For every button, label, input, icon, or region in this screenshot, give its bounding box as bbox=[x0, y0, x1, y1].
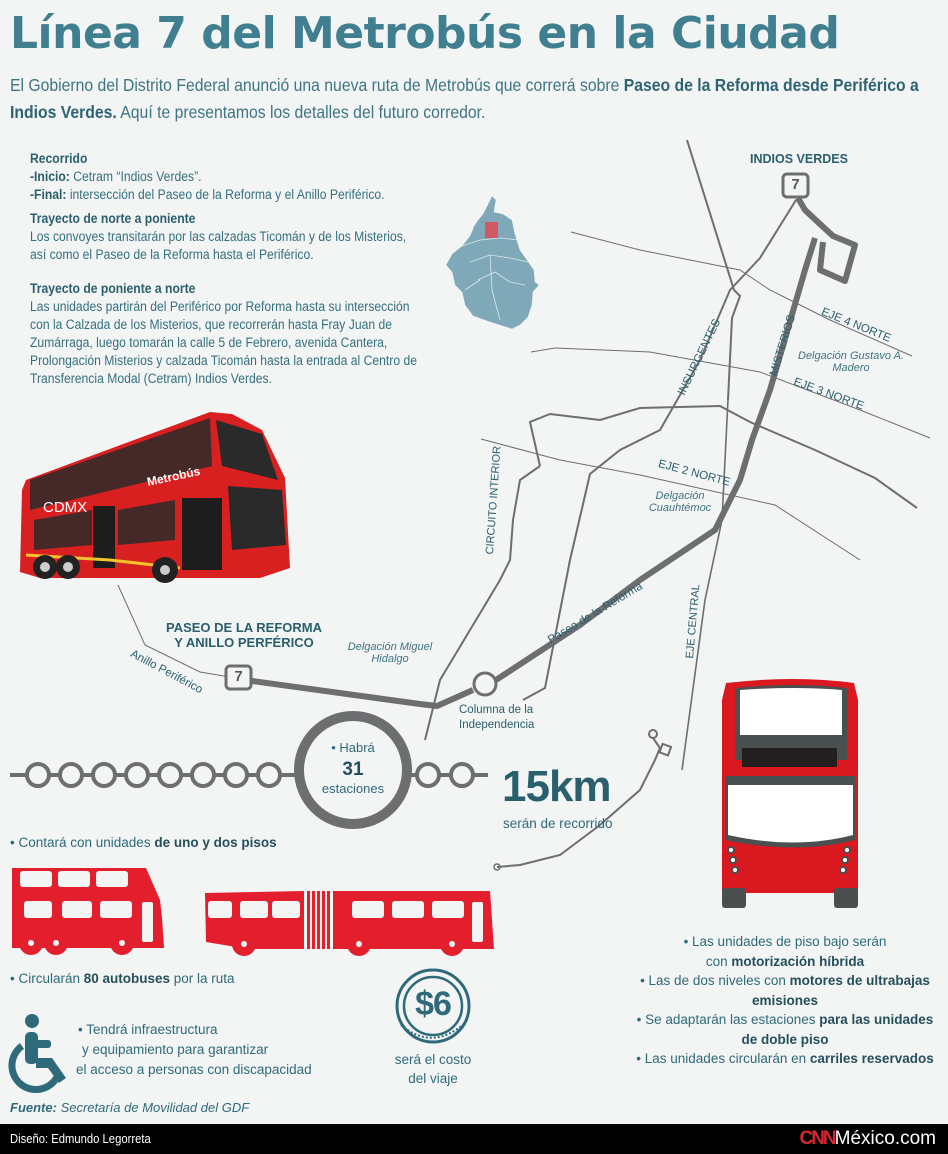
poniente-norte-text: Las unidades partirán del Periférico por… bbox=[30, 299, 417, 386]
stations-count: 31 bbox=[342, 759, 364, 780]
distance-value: 15km bbox=[502, 762, 612, 811]
stations-chain bbox=[10, 711, 488, 829]
delegacion-gam-label: Delgación Gustavo A.Madero bbox=[798, 350, 904, 374]
norte-poniente-title: Trayecto de norte a poniente bbox=[30, 211, 196, 226]
double-decker-bus-icon bbox=[12, 868, 164, 955]
feature-4: • Las unidades circularán en carriles re… bbox=[636, 1051, 934, 1066]
buses-text: • Circularán 80 autobuses por la ruta bbox=[10, 971, 235, 986]
line-number-bottom: 7 bbox=[234, 668, 243, 685]
streets bbox=[117, 139, 931, 771]
cdmx-locator-map bbox=[445, 195, 540, 330]
cnn-mexico-logo[interactable]: CNNMéxico.com bbox=[799, 1128, 936, 1149]
columna-independencia-marker[interactable] bbox=[472, 671, 498, 697]
wheelchair-icon bbox=[8, 1014, 66, 1094]
front-view-bus-icon bbox=[722, 679, 858, 908]
inicio-text: Cetram “Indios Verdes”. bbox=[69, 169, 202, 184]
source: Fuente: Secretaría de Movilidad del GDF bbox=[10, 1100, 250, 1115]
page-title: Línea 7 del Metrobús en la Ciudad bbox=[10, 8, 840, 59]
recorrido-title: Recorrido bbox=[30, 151, 88, 166]
indios-verdes-label: INDIOS VERDES bbox=[750, 152, 848, 166]
accessibility-text: • Tendrá infraestructura y equipamiento … bbox=[76, 1022, 312, 1077]
units-text: • Contará con unidades de uno y dos piso… bbox=[10, 835, 277, 850]
footer: Diseño: Edmundo Legorreta CNNMéxico.com bbox=[0, 1124, 948, 1154]
articulated-bus-icon bbox=[196, 891, 494, 956]
line-7-route bbox=[251, 196, 858, 709]
intro-bold: Paseo de la Reforma desde Periférico a I… bbox=[10, 75, 919, 122]
indios-verdes-marker[interactable] bbox=[781, 172, 810, 199]
feature-2: • Las de dos niveles con motores de ultr… bbox=[640, 973, 930, 1008]
final-text: intersección del Paseo de la Reforma y e… bbox=[66, 187, 385, 202]
design-credit: Diseño: Edmundo Legorreta bbox=[10, 1132, 151, 1146]
inicio-label: -Inicio: bbox=[30, 169, 70, 184]
metrobus-photo: CDMX Metrobús bbox=[20, 412, 290, 583]
final-label: -Final: bbox=[30, 187, 67, 202]
norte-poniente-text: Los convoyes transitarán por las calzada… bbox=[30, 229, 407, 262]
line-number-top: 7 bbox=[791, 176, 800, 193]
poniente-norte-title: Trayecto de poniente a norte bbox=[30, 281, 196, 296]
bus-cdmx-logo: CDMX bbox=[43, 499, 87, 516]
distance-caption: serán de recorrido bbox=[503, 816, 613, 831]
route-info: Recorrido -Inicio: Cetram “Indios Verdes… bbox=[30, 150, 417, 394]
periferico-marker[interactable] bbox=[224, 664, 253, 691]
feature-3: • Se adaptarán las estaciones para las u… bbox=[636, 1012, 934, 1047]
intro-post: Aquí te presentamos los detalles del fut… bbox=[116, 102, 486, 122]
stations-stat: • Habrá 31 estaciones bbox=[300, 740, 406, 796]
connector-line bbox=[496, 747, 661, 868]
coin-icon bbox=[395, 968, 471, 1044]
intro-pre: El Gobierno del Distrito Federal anunció… bbox=[10, 75, 624, 95]
intro-text: El Gobierno del Distrito Federal anunció… bbox=[10, 72, 928, 126]
fare-value: $6 bbox=[415, 985, 452, 1023]
